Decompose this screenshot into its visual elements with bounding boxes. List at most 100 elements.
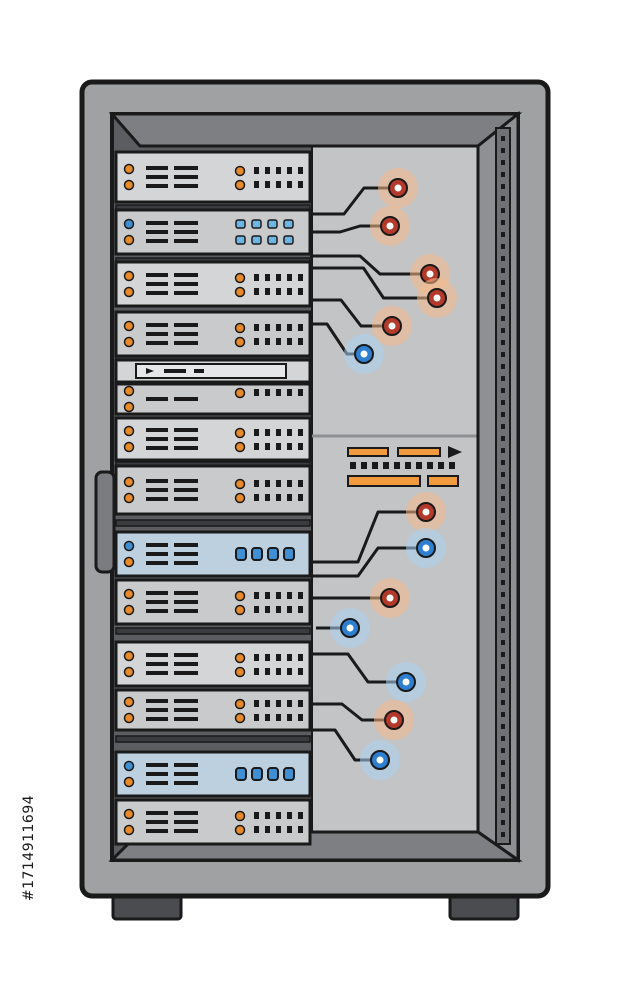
indicator-light — [267, 547, 279, 561]
indicator-light — [235, 547, 247, 561]
server-face — [114, 260, 312, 308]
port-slot — [276, 324, 281, 331]
patch-port — [427, 462, 433, 469]
port-slot — [276, 592, 281, 599]
rail-hole — [501, 172, 505, 177]
rail-hole — [501, 484, 505, 489]
vent-slot — [146, 820, 168, 824]
vent-slot — [174, 221, 198, 225]
port-slot — [254, 654, 259, 661]
vent-slot — [146, 479, 168, 483]
vent-slot — [146, 717, 168, 721]
rail-hole — [501, 748, 505, 753]
rail-hole — [501, 760, 505, 765]
port-slot — [254, 714, 259, 721]
port-slot — [254, 494, 259, 501]
vent-slot — [174, 717, 198, 721]
vent-slot — [146, 772, 168, 776]
port-center — [422, 508, 430, 516]
port-slot — [276, 443, 281, 450]
status-led-icon — [234, 336, 246, 348]
port-slot — [287, 443, 292, 450]
port-slot — [276, 668, 281, 675]
port-slot — [265, 274, 270, 281]
port-center — [388, 322, 396, 330]
status-led-icon — [123, 712, 135, 724]
vent-slot — [174, 699, 198, 703]
rail-hole — [501, 400, 505, 405]
status-led-icon — [234, 604, 246, 616]
patch-port — [383, 462, 389, 469]
network-ports — [330, 168, 457, 780]
status-led-icon — [234, 666, 246, 678]
server-face — [114, 464, 312, 516]
rail-hole — [501, 316, 505, 321]
rail-hole — [501, 820, 505, 825]
rail-hole — [501, 412, 505, 417]
server-face — [114, 416, 312, 462]
vent-slot — [174, 811, 198, 815]
vent-slot — [174, 184, 198, 188]
rail-hole — [501, 292, 505, 297]
server-face — [114, 150, 312, 204]
rail-hole — [501, 628, 505, 633]
port-slot — [265, 654, 270, 661]
vent-slot — [174, 772, 198, 776]
rail-hole — [501, 796, 505, 801]
vent-slot — [174, 609, 198, 613]
vent-slot — [174, 332, 198, 336]
port-slot — [265, 389, 270, 396]
rack-rail-holes — [501, 136, 505, 837]
rail-hole — [501, 736, 505, 741]
port-slot — [276, 606, 281, 613]
vent-slot — [146, 230, 168, 234]
port-slot — [265, 288, 270, 295]
port-slot — [298, 592, 303, 599]
server-unit — [114, 750, 312, 798]
port-slot — [254, 606, 259, 613]
vent-slot — [174, 428, 198, 432]
rail-hole — [501, 256, 505, 261]
status-led-icon — [234, 478, 246, 490]
port-slot — [287, 324, 292, 331]
port-center — [386, 594, 394, 602]
port-slot — [254, 443, 259, 450]
server-unit — [114, 530, 312, 578]
status-led-icon — [123, 760, 135, 772]
rail-hole — [501, 700, 505, 705]
port-slot — [298, 606, 303, 613]
rack-shelf — [115, 735, 311, 743]
rail-hole — [501, 724, 505, 729]
status-led-icon — [123, 776, 135, 788]
port-slot — [265, 826, 270, 833]
rail-hole — [501, 304, 505, 309]
vent-slot — [174, 273, 198, 277]
server-face — [114, 578, 312, 626]
rail-hole — [501, 184, 505, 189]
vent-slot — [174, 662, 198, 666]
vent-slot — [174, 763, 198, 767]
rail-hole — [501, 448, 505, 453]
indicator-light — [283, 235, 294, 245]
vent-slot — [174, 561, 198, 565]
port-slot — [298, 324, 303, 331]
vent-slot — [174, 591, 198, 595]
status-led-icon — [123, 540, 135, 552]
vent-slot — [174, 239, 198, 243]
indicator-light — [267, 767, 279, 781]
patch-label — [427, 475, 459, 487]
port-slot — [287, 668, 292, 675]
server-face — [114, 310, 312, 358]
status-led-icon — [234, 427, 246, 439]
server-face — [114, 798, 312, 846]
watermark-id: #1714911694 — [21, 794, 37, 902]
status-led-icon — [123, 163, 135, 175]
rail-hole — [501, 244, 505, 249]
server-unit — [114, 688, 312, 732]
port-slot — [287, 167, 292, 174]
tray-slot — [164, 369, 186, 373]
status-led-icon — [123, 824, 135, 836]
port-slot — [265, 700, 270, 707]
rail-hole — [501, 280, 505, 285]
